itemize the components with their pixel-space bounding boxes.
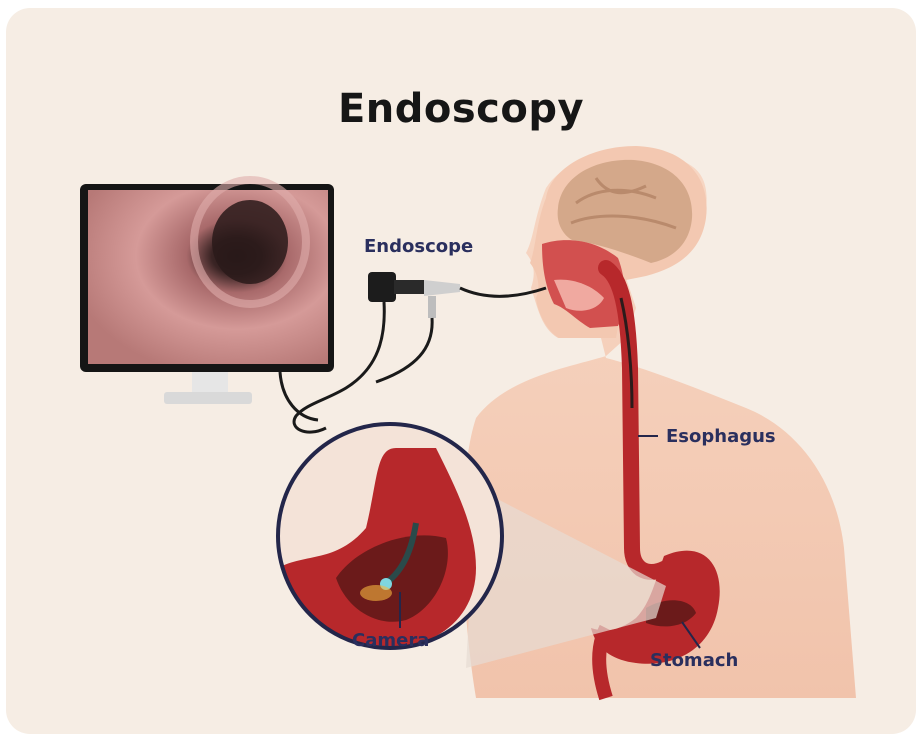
monitor	[80, 180, 334, 404]
stomach-label: Stomach	[650, 650, 738, 671]
camera-label: Camera	[352, 630, 429, 651]
diagram-card: Endoscopy Endoscope Esophagus Camera Sto…	[6, 8, 916, 734]
endoscope-label: Endoscope	[364, 236, 473, 257]
page-title: Endoscopy	[6, 86, 916, 132]
esophagus-label: Esophagus	[666, 426, 776, 447]
magnified-inset	[278, 424, 502, 648]
